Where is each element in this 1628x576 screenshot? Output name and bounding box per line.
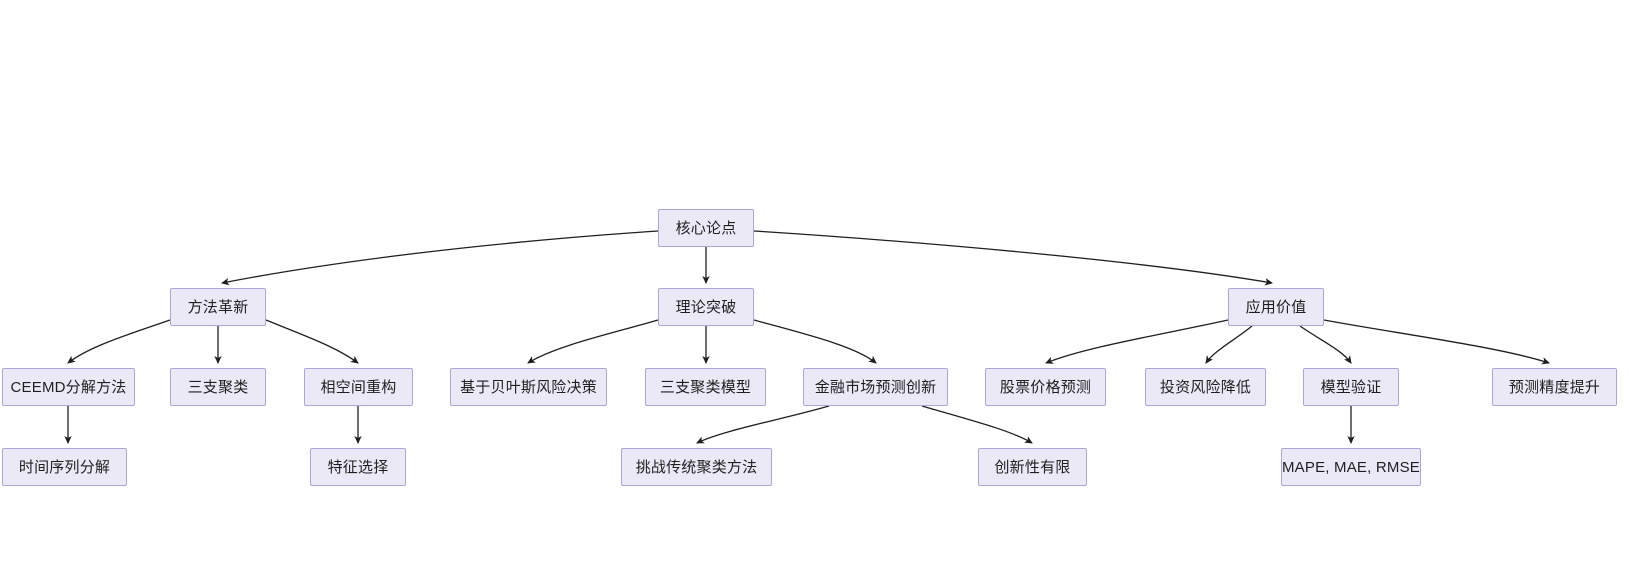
node-label: 应用价值 xyxy=(1245,298,1307,316)
node-label: 理论突破 xyxy=(675,298,737,316)
node-label: 股票价格预测 xyxy=(999,378,1092,396)
node-c9[interactable]: 模型验证 xyxy=(1303,368,1399,406)
edge-m1-to-c1 xyxy=(67,319,171,364)
node-c2[interactable]: 三支聚类 xyxy=(170,368,266,406)
node-c1[interactable]: CEEMD分解方法 xyxy=(2,368,135,406)
node-label: 金融市场预测创新 xyxy=(814,378,937,396)
node-label: 投资风险降低 xyxy=(1159,378,1252,396)
node-c3[interactable]: 相空间重构 xyxy=(304,368,413,406)
node-label: 方法革新 xyxy=(187,298,249,316)
edges-group xyxy=(64,230,1550,444)
edge-m2-to-c6 xyxy=(753,319,877,364)
node-label: MAPE, MAE, RMSE xyxy=(1281,458,1421,476)
edge-c6-to-g3 xyxy=(696,405,830,444)
node-g2[interactable]: 特征选择 xyxy=(310,448,406,486)
node-c5[interactable]: 三支聚类模型 xyxy=(645,368,766,406)
node-c10[interactable]: 预测精度提升 xyxy=(1492,368,1617,406)
node-c4[interactable]: 基于贝叶斯风险决策 xyxy=(450,368,607,406)
node-label: 时间序列分解 xyxy=(18,458,111,476)
edge-root-to-m3 xyxy=(753,230,1273,286)
node-label: 特征选择 xyxy=(327,458,389,476)
node-label: 相空间重构 xyxy=(320,378,397,396)
node-label: 基于贝叶斯风险决策 xyxy=(460,378,597,396)
node-label: 三支聚类 xyxy=(187,378,249,396)
edge-m3-to-c10 xyxy=(1323,319,1550,365)
node-g5[interactable]: MAPE, MAE, RMSE xyxy=(1281,448,1421,486)
node-label: 三支聚类模型 xyxy=(659,378,752,396)
edge-m2-to-c4 xyxy=(527,319,659,364)
edge-m3-to-c9 xyxy=(1299,325,1352,364)
node-label: 挑战传统聚类方法 xyxy=(635,458,758,476)
edge-m3-to-c7 xyxy=(1045,319,1229,364)
edge-m3-to-c8 xyxy=(1205,325,1253,364)
node-g3[interactable]: 挑战传统聚类方法 xyxy=(621,448,772,486)
node-m2[interactable]: 理论突破 xyxy=(658,288,754,326)
node-label: 创新性有限 xyxy=(994,458,1071,476)
edge-root-to-m1 xyxy=(221,230,659,286)
node-label: 核心论点 xyxy=(675,219,737,237)
edge-m1-to-c3 xyxy=(265,319,359,364)
node-g1[interactable]: 时间序列分解 xyxy=(2,448,127,486)
node-c8[interactable]: 投资风险降低 xyxy=(1145,368,1266,406)
node-label: 模型验证 xyxy=(1320,378,1382,396)
node-c7[interactable]: 股票价格预测 xyxy=(985,368,1106,406)
node-label: CEEMD分解方法 xyxy=(10,378,127,396)
node-m1[interactable]: 方法革新 xyxy=(170,288,266,326)
node-m3[interactable]: 应用价值 xyxy=(1228,288,1324,326)
node-c6[interactable]: 金融市场预测创新 xyxy=(803,368,948,406)
node-root[interactable]: 核心论点 xyxy=(658,209,754,247)
node-g4[interactable]: 创新性有限 xyxy=(978,448,1087,486)
edge-c6-to-g4 xyxy=(921,405,1033,444)
node-label: 预测精度提升 xyxy=(1508,378,1601,396)
